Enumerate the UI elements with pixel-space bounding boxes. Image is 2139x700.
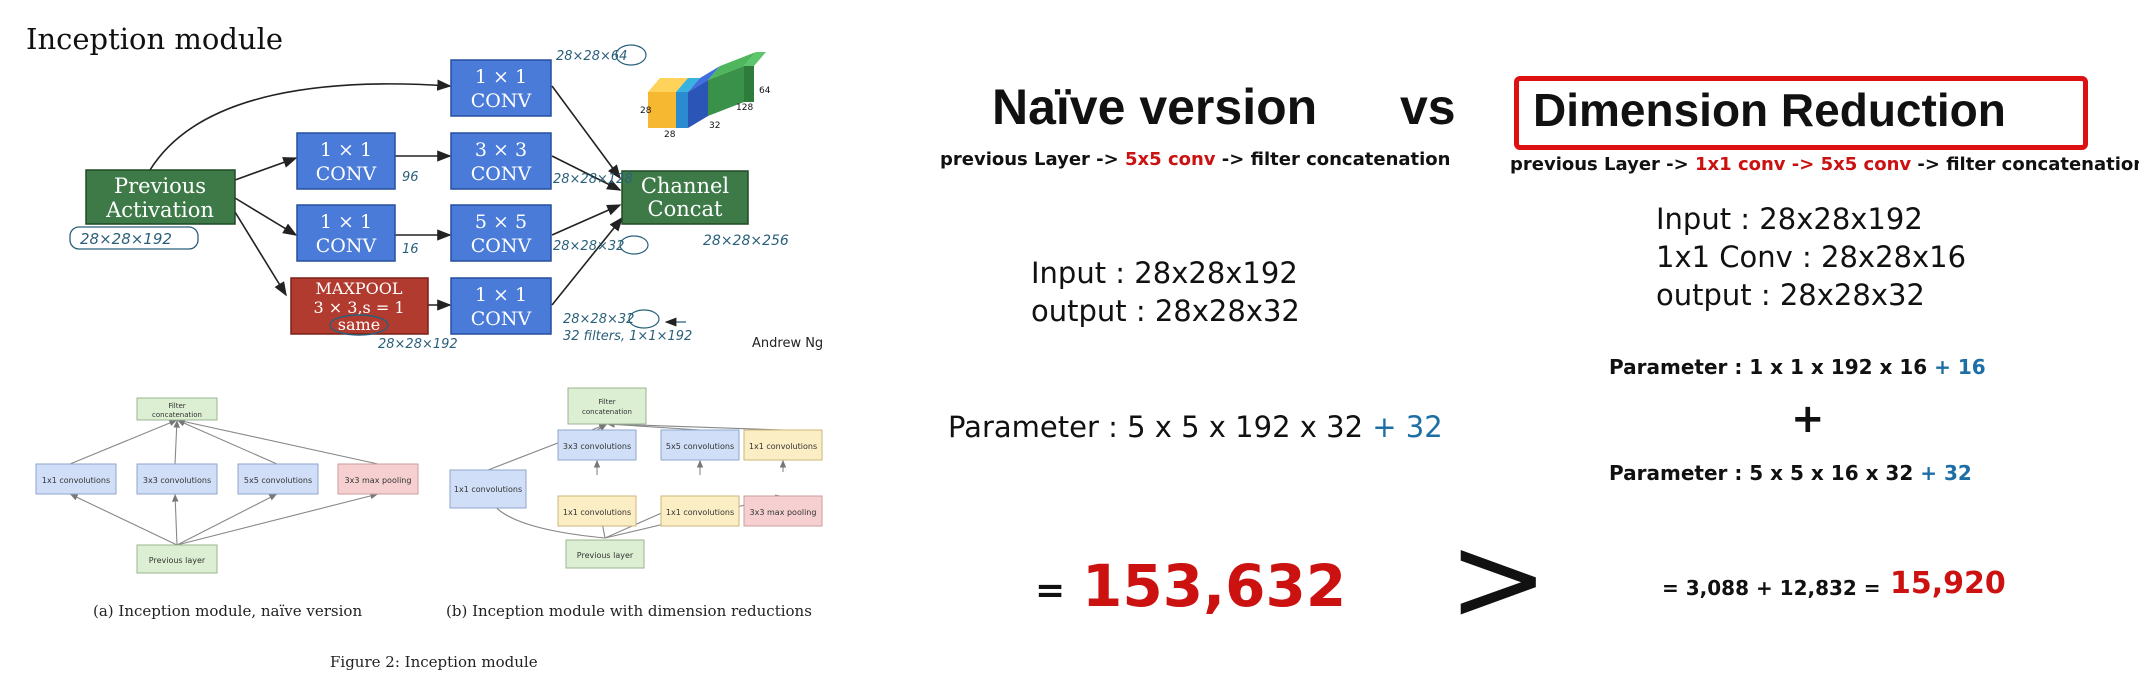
svg-text:Activation: Activation [105,198,214,222]
svg-text:3 × 3: 3 × 3 [475,139,527,161]
vs-label: vs [1400,79,1456,135]
dimred-parameter-1: Parameter : 1 x 1 x 192 x 16 + 16 [1609,355,1986,379]
dimred-sum: = 3,088 + 12,832 = [1662,576,1881,600]
svg-text:1x1 convolutions: 1x1 convolutions [42,476,110,485]
figure-caption: Figure 2: Inception module [330,653,538,671]
svg-text:CONV: CONV [471,90,532,112]
svg-text:28×28×256: 28×28×256 [703,233,789,249]
dimred-input: Input : 28x28x192 [1656,202,1923,236]
dimred-caption: (b) Inception module with dimension redu… [446,602,812,620]
svg-text:28×28×192: 28×28×192 [378,337,458,352]
svg-text:CONV: CONV [471,235,532,257]
svg-text:28×28×32: 28×28×32 [563,312,634,327]
paper-inception-figures: Filter concatenation 1x1 convolutions 3x… [35,387,823,671]
same-circle [329,314,389,336]
svg-text:1 × 1: 1 × 1 [320,211,372,233]
svg-text:Previous layer: Previous layer [149,556,206,565]
maxpool-box: MAXPOOL 3 × 3,s = 1 same [290,277,429,335]
svg-text:CONV: CONV [316,163,377,185]
naive-filter-concat-box: Filter concatenation [136,397,218,421]
svg-text:96: 96 [402,170,419,185]
svg-text:128: 128 [736,103,753,113]
svg-text:5 × 5: 5 × 5 [475,211,527,233]
svg-text:3x3 max pooling: 3x3 max pooling [750,508,817,517]
conv-1x1-top-box: 1 × 1 CONV [450,59,552,117]
dimension-reduction-frame: Dimension Reduction [1514,76,2088,150]
handwritten-annotations: 28×28×192 28×28×64 96 16 28×28×128 28×28… [69,44,823,352]
svg-text:Previous: Previous [114,174,206,198]
svg-text:1 × 1: 1 × 1 [475,66,527,88]
naive-result: 153,632 [1082,552,1347,620]
svg-text:concatenation: concatenation [582,408,632,416]
diagram-arrows [149,79,624,311]
dimension-reduction-title: Dimension Reduction [1533,84,2006,136]
svg-text:3x3 max pooling: 3x3 max pooling [345,476,412,485]
volume-cube-illustration: 28 28 32 128 64 [640,52,771,140]
svg-text:CONV: CONV [471,163,532,185]
svg-text:1x1 convolutions: 1x1 convolutions [454,485,522,494]
svg-text:32: 32 [709,121,720,131]
svg-text:64: 64 [759,86,771,96]
svg-text:Previous layer: Previous layer [577,551,634,560]
svg-text:1 × 1: 1 × 1 [475,284,527,306]
svg-text:Andrew Ng: Andrew Ng [752,336,823,351]
svg-text:MAXPOOL: MAXPOOL [316,279,403,298]
svg-text:28: 28 [664,130,676,140]
svg-text:1x1 convolutions: 1x1 convolutions [666,508,734,517]
naive-version-figure [69,418,379,546]
dimred-plus: + [1791,396,1825,442]
dimred-flow: previous Layer -> 1x1 conv -> 5x5 conv -… [1510,154,2139,175]
dimred-filter-concat-box: Filter concatenation [567,387,647,425]
dimred-previous-layer-box: Previous layer [565,539,645,569]
svg-text:32 filters, 1×1×192: 32 filters, 1×1×192 [563,329,692,344]
naive-caption: (a) Inception module, naïve version [93,602,362,620]
svg-text:3x3 convolutions: 3x3 convolutions [143,476,211,485]
svg-text:CONV: CONV [471,308,532,330]
dimred-parameter-2: Parameter : 5 x 5 x 16 x 32 + 32 [1609,461,1972,485]
inception-title: Inception module [26,22,284,56]
greater-than-sign: > [1448,510,1549,649]
conv-1x1-reduce-5x5-box: 1 × 1 CONV [296,204,396,262]
svg-text:28: 28 [640,106,652,116]
svg-text:3 × 3,s = 1: 3 × 3,s = 1 [314,298,405,317]
svg-text:Concat: Concat [648,197,724,221]
svg-text:16: 16 [402,242,419,257]
svg-text:28×28×192: 28×28×192 [80,230,172,248]
conv-5x5-box: 5 × 5 CONV [450,204,552,262]
naive-output: output : 28x28x32 [1031,294,1300,328]
svg-text:1x1 convolutions: 1x1 convolutions [749,442,817,451]
conv-1x1-reduce-3x3-box: 1 × 1 CONV [296,132,396,190]
svg-text:5x5 convolutions: 5x5 convolutions [666,442,734,451]
svg-text:Filter: Filter [168,402,185,410]
svg-text:28×28×64: 28×28×64 [556,49,627,64]
dimred-result: 15,920 [1890,566,2006,601]
naive-title: Naïve version [992,79,1318,135]
svg-text:CONV: CONV [316,235,377,257]
naive-previous-layer-box: Previous layer [136,544,218,574]
channel-concat-box: Channel Concat [621,170,749,225]
naive-input: Input : 28x28x192 [1031,256,1298,290]
svg-text:28×28×128: 28×28×128 [553,172,633,187]
svg-text:1x1 convolutions: 1x1 convolutions [563,508,631,517]
svg-text:5x5 convolutions: 5x5 convolutions [244,476,312,485]
svg-text:28×28×32: 28×28×32 [553,239,624,254]
svg-text:Channel: Channel [641,174,730,198]
dimred-output: output : 28x28x32 [1656,278,1925,312]
dimred-conv: 1x1 Conv : 28x28x16 [1656,240,1967,274]
previous-activation-box: Previous Activation [85,169,236,225]
conv-3x3-box: 3 × 3 CONV [450,132,552,190]
dimred-boxes: 1x1 convolutions 3x3 convolutions 5x5 co… [449,429,823,527]
svg-text:concatenation: concatenation [152,411,202,419]
svg-text:same: same [338,315,380,334]
svg-text:1 × 1: 1 × 1 [320,139,372,161]
andrew-ng-inception-diagram: Previous Activation 1 × 1 CONV 1 × 1 CON… [69,44,823,352]
svg-text:Filter: Filter [598,398,615,406]
naive-result-equals: = [1035,570,1066,611]
naive-parameter: Parameter : 5 x 5 x 192 x 32 + 32 [948,410,1443,444]
conv-1x1-after-pool-box: 1 × 1 CONV [450,277,552,335]
naive-conv-boxes: 1x1 convolutions 3x3 convolutions 5x5 co… [35,463,419,495]
naive-flow: previous Layer -> 5x5 conv -> filter con… [940,149,1451,170]
svg-text:3x3 convolutions: 3x3 convolutions [563,442,631,451]
